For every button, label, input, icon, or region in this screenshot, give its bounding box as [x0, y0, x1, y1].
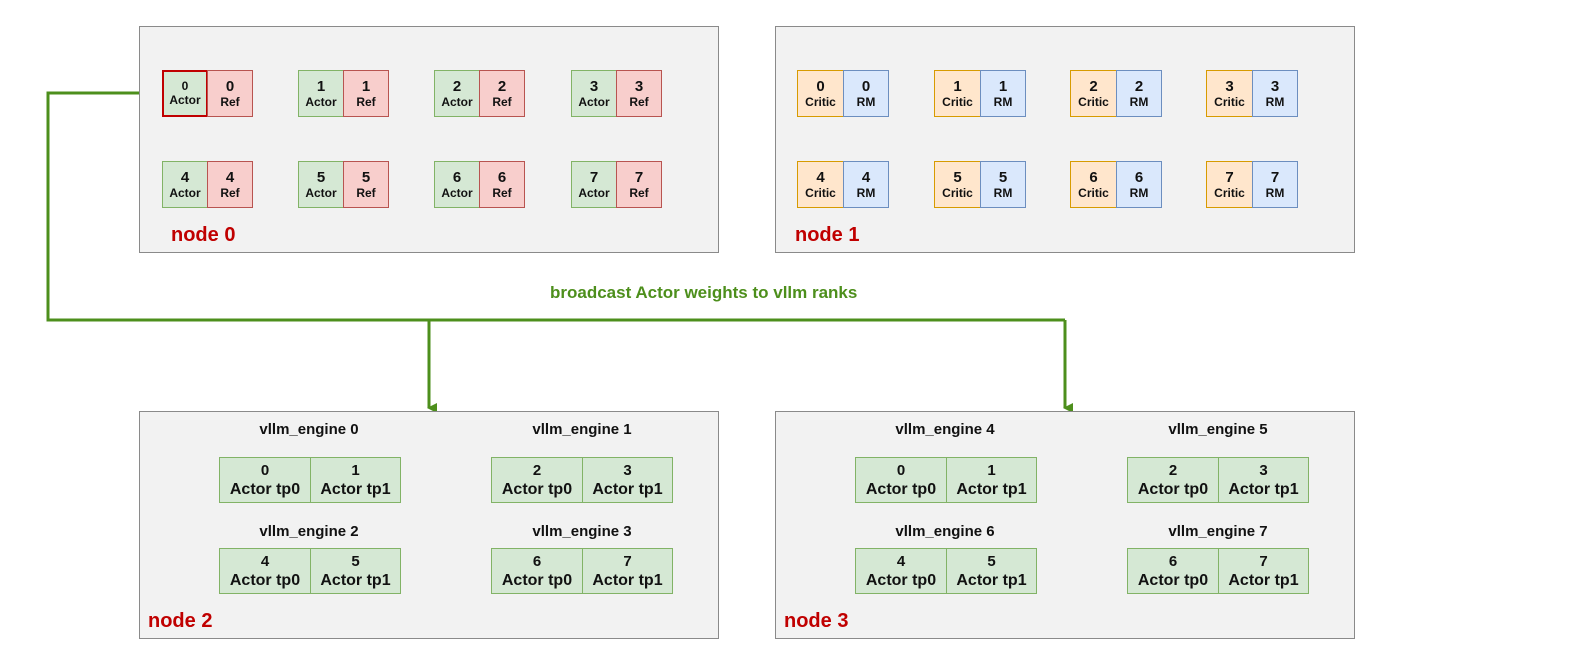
node-3-box [775, 411, 1355, 639]
broadcast-line [46, 91, 1065, 322]
engine-title: vllm_engine 0 [259, 421, 359, 438]
node-3-label: node 3 [784, 610, 849, 632]
broadcast-label: broadcast Actor weights to vllm ranks [550, 283, 858, 302]
engine-title: vllm_engine 2 [259, 523, 359, 540]
node-0-box [139, 26, 719, 253]
engine-title: vllm_engine 1 [532, 421, 632, 438]
node-1-box [775, 26, 1355, 253]
engine-title: vllm_engine 4 [895, 421, 995, 438]
node-0-label: node 0 [171, 224, 236, 246]
engine-title: vllm_engine 7 [1168, 523, 1268, 540]
engine-title: vllm_engine 3 [532, 523, 632, 540]
node-2-label: node 2 [148, 610, 213, 632]
node-1-label: node 1 [795, 224, 860, 246]
node-2-box [139, 411, 719, 639]
engine-title: vllm_engine 6 [895, 523, 995, 540]
engine-title: vllm_engine 5 [1168, 421, 1268, 438]
